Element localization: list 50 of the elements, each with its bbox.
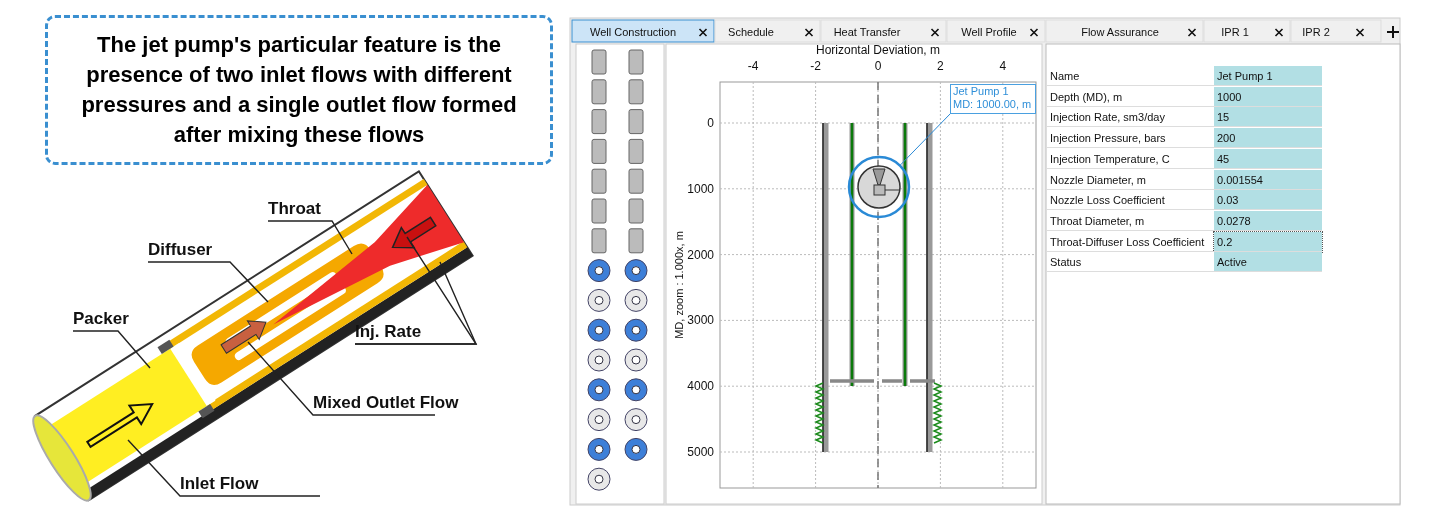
tab-label: Flow Assurance [1081,26,1159,38]
leader-line [267,220,353,255]
tick-label: 4000 [687,379,714,394]
table-cell: 200 [1214,128,1322,149]
callout-box [45,15,553,165]
tick-label: 2000 [687,247,714,262]
table-cell: 1000 [1214,86,1322,107]
tab-label: IPR 1 [1221,26,1249,38]
table-cell: 0.03 [1214,190,1322,211]
table-cell: 0.2 [1214,231,1322,252]
table-cell: 15 [1214,107,1322,128]
tab-label: Schedule [728,26,774,38]
tab-label: IPR 2 [1302,26,1330,38]
leader-line [127,439,321,497]
tick-label: 0 [707,116,714,130]
axis-title: MD, zoom : 1.000x, m [673,231,685,339]
tick-label: -2 [810,59,821,73]
tick-label: 2 [937,59,944,73]
tick-label: 3000 [687,313,714,328]
tab-label: Well Construction [590,26,676,38]
leader-line [899,113,951,166]
tab-label: Heat Transfer [833,26,901,38]
table-cell: Throat-Diffuser Loss Coefficient [1047,231,1214,252]
tick-label: 4 [999,59,1007,73]
callout-box [950,84,1036,114]
table-cell: Jet Pump 1 [1214,66,1322,86]
table-cell: 0.0278 [1214,210,1322,231]
table-cell: 0.001554 [1214,169,1322,190]
pump-symbol [847,155,911,219]
tick-label: 0 [874,59,882,73]
callout-text: Jet Pump 1 [953,85,1010,98]
part-label: Mixed Outlet Flow [313,393,459,413]
axis-title: Horizontal Deviation, m [815,43,941,57]
table-cell: 45 [1214,148,1322,169]
part-label: Inlet Flow [180,474,259,494]
tick-label: -4 [747,59,759,73]
callout-text: The jet pump's particular feature is the presence of two inlet flows with different pressures and a single outlet flow formed after mixing these flows [80,31,518,149]
leader-line [72,330,151,369]
tick-label: 1000 [687,181,714,196]
tick-label: 5000 [687,445,714,459]
leader-line [147,261,269,303]
leader-line [354,261,478,345]
leader-line [247,341,436,416]
part-label: Throat [268,199,321,219]
part-label: Inj. Rate [355,322,422,342]
table-cell: Active [1214,252,1322,273]
part-label: Packer [73,309,129,329]
part-label: Diffuser [148,240,213,260]
tab-label: Well Profile [961,26,1017,38]
callout-text: MD: 1000.00, m [953,98,1033,111]
